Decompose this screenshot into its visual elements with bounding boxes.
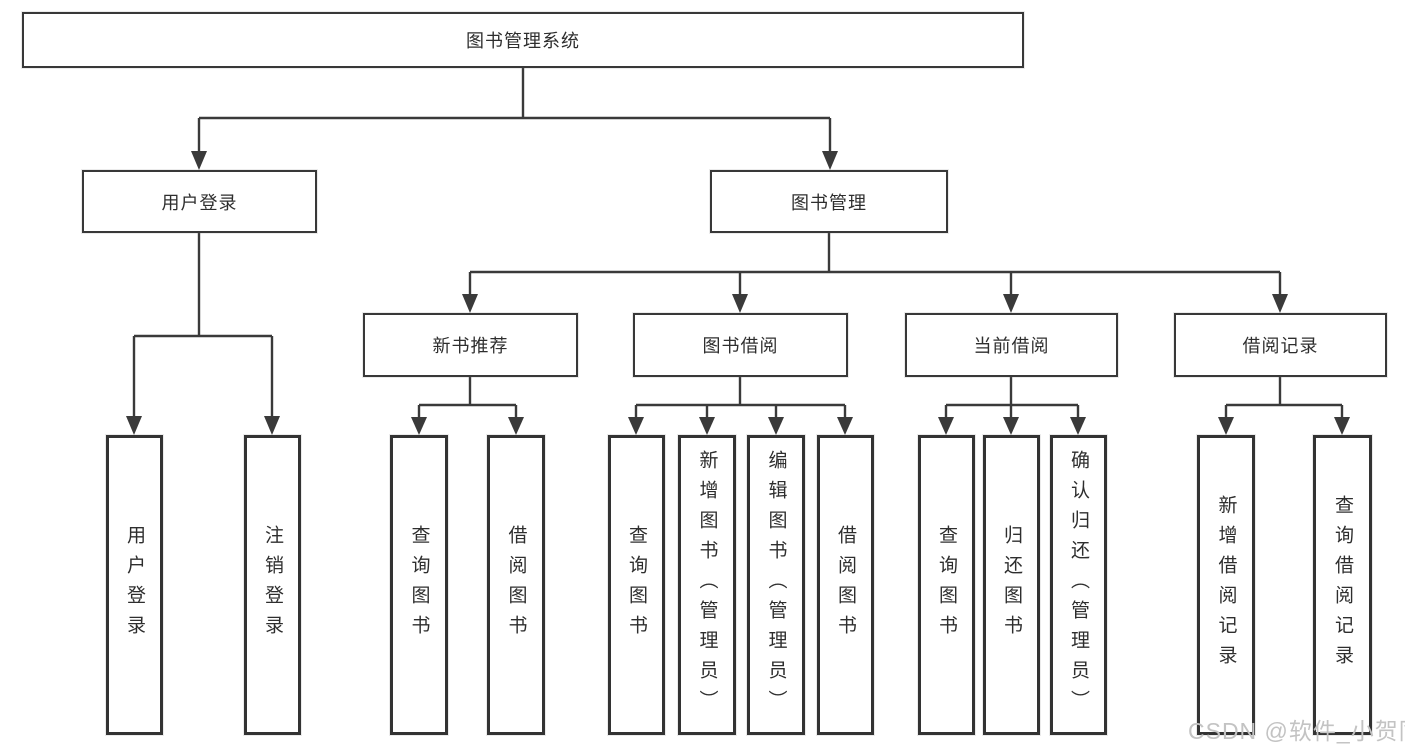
leaf-edit-books-admin: 编辑图书（管理员） (747, 435, 805, 735)
connector-book-borrow-to-leaves (628, 377, 853, 435)
leaf-add-borrow-record: 新增借阅记录 (1197, 435, 1255, 735)
leaf-query-borrow-record: 查询借阅记录 (1313, 435, 1372, 735)
leaf-confirm-return-admin: 确认归还（管理员） (1050, 435, 1107, 735)
leaf-query-books-recommend: 查询图书 (390, 435, 448, 735)
leaf-borrow-books-recommend: 借阅图书 (487, 435, 545, 735)
connector-new-book-rec-to-leaves (411, 377, 524, 435)
connector-borrow-records-to-leaves (1218, 377, 1350, 435)
leaf-borrow-books-borrowing: 借阅图书 (817, 435, 874, 735)
node-borrow-records: 借阅记录 (1174, 313, 1387, 377)
node-book-management: 图书管理 (710, 170, 948, 233)
node-library-system-root: 图书管理系统 (22, 12, 1024, 68)
leaf-user-login: 用户登录 (106, 435, 163, 735)
node-book-borrowing: 图书借阅 (633, 313, 848, 377)
leaf-query-books-current: 查询图书 (918, 435, 975, 735)
csdn-watermark: CSDN @软件_小贺同学 (1188, 718, 1405, 744)
connector-book-mgmt-to-level3 (462, 233, 1288, 313)
leaf-query-books-borrowing: 查询图书 (608, 435, 665, 735)
node-current-borrowing: 当前借阅 (905, 313, 1118, 377)
leaf-add-books-admin: 新增图书（管理员） (678, 435, 736, 735)
connector-root-to-level2 (191, 68, 838, 170)
leaf-return-books: 归还图书 (983, 435, 1040, 735)
connector-user-login-to-leaves (126, 233, 280, 435)
connector-current-borrow-to-leaves (938, 377, 1086, 435)
leaf-logout: 注销登录 (244, 435, 301, 735)
node-new-book-recommend: 新书推荐 (363, 313, 578, 377)
node-user-login: 用户登录 (82, 170, 317, 233)
